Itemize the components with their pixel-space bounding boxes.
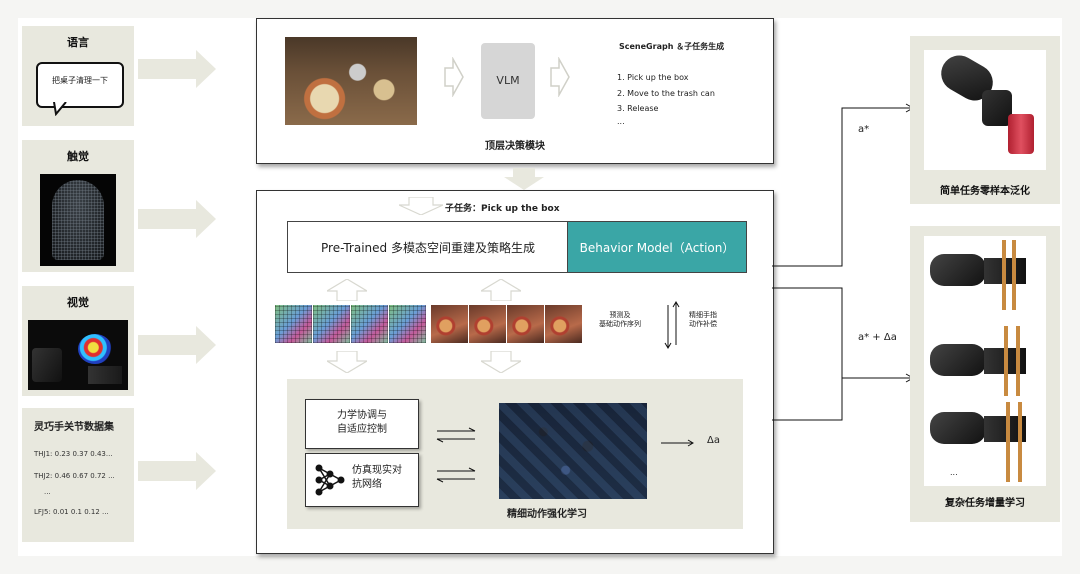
vision-image [28,320,128,390]
up-down-arrows-icon [663,301,681,349]
a-star-label: a* [858,124,869,135]
mech-block: 力学协调与 自适应控制 [305,399,419,449]
gan-label-line: 抗网络 [352,478,402,492]
up-arrow-icon [327,279,367,301]
behavior-model-label: Behavior Model（Action） [568,239,746,256]
down-arrow-icon [504,168,544,190]
mech-label-line: 力学协调与 [306,409,418,423]
subtask-step: 2. Move to the trash can [617,89,715,98]
simple-task-caption: 简单任务零样本泛化 [910,182,1060,197]
main-module: 子任务：Pick up the box Pre-Trained 多模态空间重建及… [256,190,774,554]
vision-arrow-icon [138,326,218,364]
language-title: 语言 [22,34,134,50]
vlm-label: VLM [481,74,535,87]
dataset-arrow-icon [138,452,218,490]
behavior-model-block: Behavior Model（Action） [567,221,747,273]
language-panel: 语言 把桌子清理一下 [22,26,134,126]
up-arrow-icon [481,279,521,301]
output-arrow-icon [661,439,695,447]
simple-hand-image [924,50,1046,170]
hollow-arrow-icon [549,57,571,97]
simple-task-panel: 简单任务零样本泛化 [910,36,1060,204]
complex-task-panel: ... 复杂任务增量学习 [910,226,1060,522]
top-caption: 顶层决策模块 [485,137,545,152]
scene-frame [507,305,544,343]
vision-panel: 视觉 [22,286,134,396]
a-star-delta-label: a* + Δa [858,332,897,343]
connector-lines [772,98,922,438]
network-icon [314,463,346,497]
rl-panel: 力学协调与 自适应控制 [287,379,743,529]
subtask-step: ... [617,117,625,126]
touch-arrow-icon [138,200,218,238]
speech-tail-icon [52,102,68,116]
speech-bubble-text: 把桌子清理一下 [38,75,122,86]
vlm-block: VLM [481,43,535,119]
complex-task-caption: 复杂任务增量学习 [910,494,1060,509]
exchange-arrows-icon [435,467,477,483]
tactile-frame [313,305,350,343]
complex-hand-image: ... [924,236,1046,486]
touch-title: 触觉 [22,148,134,164]
tactile-frame [389,305,426,343]
gan-block: 仿真现实对 抗网络 [305,453,419,507]
down-arrow-icon [327,351,367,373]
scene-photo [285,37,417,125]
tactile-frame [351,305,388,343]
pretrained-label: Pre-Trained 多模态空间重建及策略生成 [288,239,568,256]
down-arrow-icon [481,351,521,373]
predict-label: 预测及 基础动作序列 [599,311,641,329]
tactile-frame [275,305,312,343]
scene-frame [545,305,582,343]
gan-label-line: 仿真现实对 [352,464,402,478]
dataset-panel: 灵巧手关节数据集 THJ1: 0.23 0.37 0.43... THJ2: 0… [22,408,134,542]
vision-title: 视觉 [22,294,134,310]
dataset-row: ... [44,488,51,496]
scene-frame [431,305,468,343]
dataset-title: 灵巧手关节数据集 [34,418,114,433]
subtask-step: 1. Pick up the box [617,73,688,82]
subtask-step: 3. Release [617,104,658,113]
subtask-label: 子任务：Pick up the box [445,201,560,214]
scene-frame [469,305,506,343]
scene-graph-title: SceneGraph ＆子任务生成 [619,41,724,52]
hollow-arrow-icon [443,57,465,97]
page: 语言 把桌子清理一下 触觉 视觉 灵巧手关节数据集 THJ1: 0.23 0.3 [18,18,1062,556]
delta-label: Δa [707,435,720,446]
refine-label: 精细手指 动作补偿 [689,311,717,329]
simulation-image [499,403,647,499]
dataset-row: THJ2: 0.46 0.67 0.72 ... [34,472,115,480]
top-decision-module: VLM SceneGraph ＆子任务生成 1. Pick up the box… [256,18,774,164]
subtask-arrow-icon [399,197,443,215]
rl-caption: 精细动作强化学习 [507,505,587,520]
complex-ellipsis: ... [950,468,958,477]
exchange-arrows-icon [435,427,477,443]
pretrained-block: Pre-Trained 多模态空间重建及策略生成 [287,221,569,273]
dataset-row: LFJ5: 0.01 0.1 0.12 ... [34,508,109,516]
tactile-sensor-image [40,174,116,266]
language-arrow-icon [138,50,218,88]
speech-bubble: 把桌子清理一下 [36,62,124,108]
mech-label-line: 自适应控制 [306,423,418,437]
dataset-row: THJ1: 0.23 0.37 0.43... [34,450,113,458]
touch-panel: 触觉 [22,140,134,272]
